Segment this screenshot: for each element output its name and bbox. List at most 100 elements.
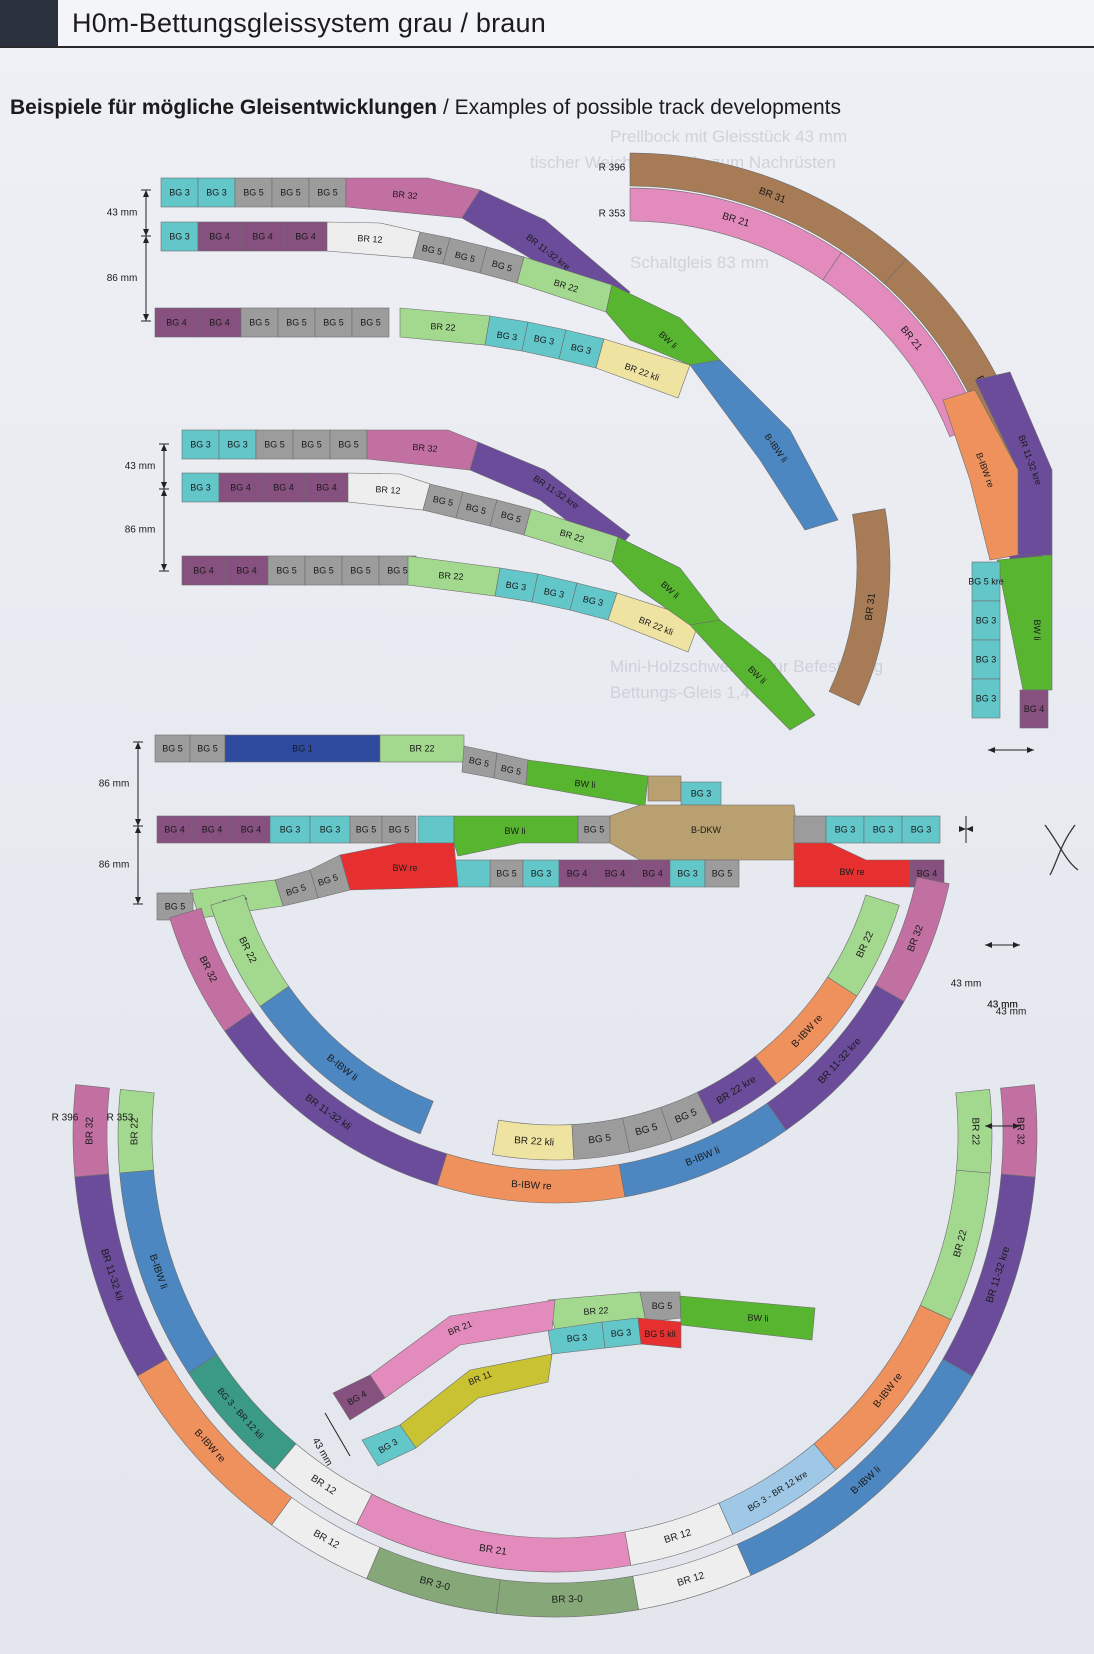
track-segment: [292, 429, 331, 460]
track-segment: [697, 1055, 778, 1124]
track-label: BG 4: [241, 825, 262, 835]
track-label: BG 4: [1024, 704, 1045, 714]
track-label: BG 4: [209, 318, 230, 328]
track-segment: [875, 876, 950, 1002]
track-label: BG 5: [421, 243, 443, 257]
track-label: BW li: [1032, 620, 1042, 641]
track-segment: [366, 1546, 501, 1614]
track-label: BG 3: [976, 655, 997, 665]
track-label: BG 3: [976, 694, 997, 704]
track-segment: [269, 815, 311, 844]
track-label: BG 3: [505, 580, 527, 593]
track-label: BG 4: [273, 483, 294, 493]
track-segment: [901, 815, 941, 844]
track-label: BG 3: [570, 342, 592, 356]
track-segment: [489, 859, 524, 888]
dimension-label: 86 mm: [99, 860, 130, 871]
dimension-label: 86 mm: [125, 525, 156, 536]
track-label: BG 5: [496, 869, 517, 879]
dimension-arrow: [161, 444, 167, 451]
track-label: BR 32: [84, 1117, 95, 1145]
track-label: BG 1: [292, 744, 313, 754]
track-label: BG 3: [582, 594, 604, 608]
track-segment: [169, 907, 253, 1032]
track-label: BG 3: [543, 586, 565, 599]
track-segment: [558, 859, 596, 888]
track-segment: [634, 859, 671, 888]
track-label: BR 21: [478, 1543, 508, 1558]
track-label: BG 3: [320, 825, 341, 835]
radius-label: R 396: [599, 163, 626, 174]
dimension-arrow: [959, 826, 966, 832]
track-label: BG 5: [264, 440, 285, 450]
track-label: BG 4: [202, 825, 223, 835]
track-label: BW li: [747, 1312, 768, 1323]
track-segment: [356, 1493, 632, 1573]
header-bar: H0m-Bettungsgleissystem grau / braun: [0, 0, 1094, 48]
track-segment: [637, 1317, 682, 1349]
dimension-arrow: [135, 826, 141, 833]
track-label: BG 5: [276, 566, 297, 576]
subtitle-separator: /: [437, 96, 455, 119]
track-label: BG 3: [531, 869, 552, 879]
track-segment: [181, 429, 220, 460]
track-segment: [793, 815, 827, 844]
track-label: BG 3: [533, 333, 555, 346]
dimension-label: 43 mm: [987, 1000, 1018, 1011]
track-label: BW re: [839, 867, 864, 877]
track-label: BG 5: [280, 188, 301, 198]
track-segment: [304, 472, 349, 503]
track-segment: [618, 1102, 787, 1198]
track-segment: [436, 1153, 626, 1204]
track-segment: [181, 555, 226, 586]
track-label: BG 3: [835, 825, 856, 835]
track-label: B-IBW re: [511, 1179, 553, 1192]
dimension-arrow: [143, 190, 149, 197]
track-segment: [1000, 1084, 1038, 1178]
track-label: BG 5: [356, 825, 377, 835]
track-segment: [754, 976, 858, 1085]
dimension-label: 43 mm: [951, 979, 982, 990]
track-segment: [224, 734, 381, 763]
dimension-arrow: [161, 482, 167, 489]
track-label: BR 22: [409, 744, 434, 754]
track-segment: [622, 1106, 673, 1153]
track-segment: [971, 678, 1001, 719]
track-label: BG 3: [169, 232, 190, 242]
track-label: BG 4: [236, 566, 257, 576]
track-label: BR 22: [430, 321, 456, 333]
track-label: BG 3: [873, 825, 894, 835]
watermark-line: Prellbock mit Gleisstück 43 mm: [610, 127, 847, 146]
dimension-arrow: [1013, 942, 1020, 948]
track-segment: [218, 472, 263, 503]
track-label: BW li: [505, 826, 526, 836]
track-segment: [271, 1497, 381, 1580]
track-label: BG 3: [691, 789, 712, 799]
track-segment: [669, 859, 706, 888]
track-label: BG 5: [500, 763, 522, 777]
track-label: BG 5: [286, 318, 307, 328]
track-label: BG 4: [605, 869, 626, 879]
track-segment: [72, 1084, 110, 1178]
track-label: B-DKW: [691, 825, 722, 835]
track-label: BR 22: [969, 1117, 980, 1145]
track-segment: [594, 859, 636, 888]
dimension-label: 86 mm: [107, 273, 138, 284]
track-label: BG 4: [164, 825, 185, 835]
track-label: BG 4: [567, 869, 588, 879]
track-segment: [119, 1169, 218, 1374]
track-label: BG 5: [360, 318, 381, 328]
track-segment: [188, 1354, 297, 1471]
track-label: BG 4: [230, 483, 251, 493]
dimension-arrow: [143, 314, 149, 321]
track-segment: [224, 555, 269, 586]
track-label: BG 4: [917, 869, 938, 879]
subtitle-german: Beispiele für mögliche Gleisentwicklunge…: [10, 96, 438, 119]
track-segment: [137, 1358, 293, 1526]
track-segment: [689, 359, 839, 531]
track-label: BG 3: [206, 188, 227, 198]
track-segment: [117, 1088, 155, 1174]
track-segment: [197, 221, 242, 252]
dimension-arrow: [135, 819, 141, 826]
